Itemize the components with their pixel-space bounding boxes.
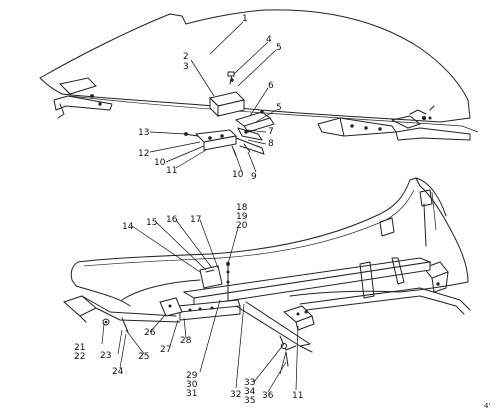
callout-35: 35 xyxy=(244,396,255,406)
callout-1: 1 xyxy=(242,14,248,24)
callout-24: 24 xyxy=(112,367,124,377)
callout-2: 2 xyxy=(183,52,189,62)
callout-15: 15 xyxy=(146,218,157,228)
callout-12: 12 xyxy=(138,149,149,159)
hood-panel xyxy=(39,9,479,133)
callout-25: 25 xyxy=(138,352,149,362)
callout-11-lower: 11 xyxy=(292,391,303,401)
callout-30: 30 xyxy=(186,380,198,390)
center-latch-assembly xyxy=(183,71,275,157)
callout-22: 22 xyxy=(74,352,85,362)
callout-17: 17 xyxy=(190,215,201,225)
callout-34: 34 xyxy=(244,387,256,397)
callout-4: 4 xyxy=(266,35,272,45)
upper-left-hinge xyxy=(53,77,113,119)
callout-10-right: 10 xyxy=(232,170,244,180)
upper-right-hinge xyxy=(317,105,471,141)
left-support-arm xyxy=(63,295,183,333)
front-shell xyxy=(70,177,469,307)
callout-9: 9 xyxy=(251,172,257,182)
callout-36: 36 xyxy=(262,391,274,401)
callout-29: 29 xyxy=(186,371,198,381)
leader-lines xyxy=(101,21,299,393)
callout-8: 8 xyxy=(268,139,274,149)
callout-23: 23 xyxy=(100,351,111,361)
callout-11-upper: 11 xyxy=(166,166,177,176)
lower-stand xyxy=(279,335,297,367)
callout-20: 20 xyxy=(236,221,248,231)
callout-numbers: 1 2 3 4 5 6 5 7 8 13 12 10 11 10 9 14 15… xyxy=(74,14,490,410)
callout-14: 14 xyxy=(122,222,134,232)
callout-31: 31 xyxy=(186,389,197,399)
callout-18: 18 xyxy=(236,203,248,213)
callout-13: 13 xyxy=(138,128,149,138)
callout-3: 3 xyxy=(183,62,189,72)
callout-5-upper: 5 xyxy=(276,43,282,53)
callout-21: 21 xyxy=(74,343,85,353)
right-cross-member xyxy=(282,287,471,331)
callout-5-lower: 5 xyxy=(276,103,282,113)
callout-26: 26 xyxy=(144,328,156,338)
callout-19: 19 xyxy=(236,212,248,222)
callout-28: 28 xyxy=(180,336,192,346)
callout-10-left: 10 xyxy=(154,158,166,168)
callout-27: 27 xyxy=(160,345,171,355)
callout-33: 33 xyxy=(244,378,255,388)
corner-mark: 4' xyxy=(484,402,490,410)
callout-7: 7 xyxy=(268,127,274,137)
right-shell-brackets xyxy=(379,189,449,293)
callout-16: 16 xyxy=(166,215,178,225)
callout-6: 6 xyxy=(268,81,274,91)
center-stay-bracket xyxy=(199,261,230,301)
callout-32: 32 xyxy=(230,390,241,400)
